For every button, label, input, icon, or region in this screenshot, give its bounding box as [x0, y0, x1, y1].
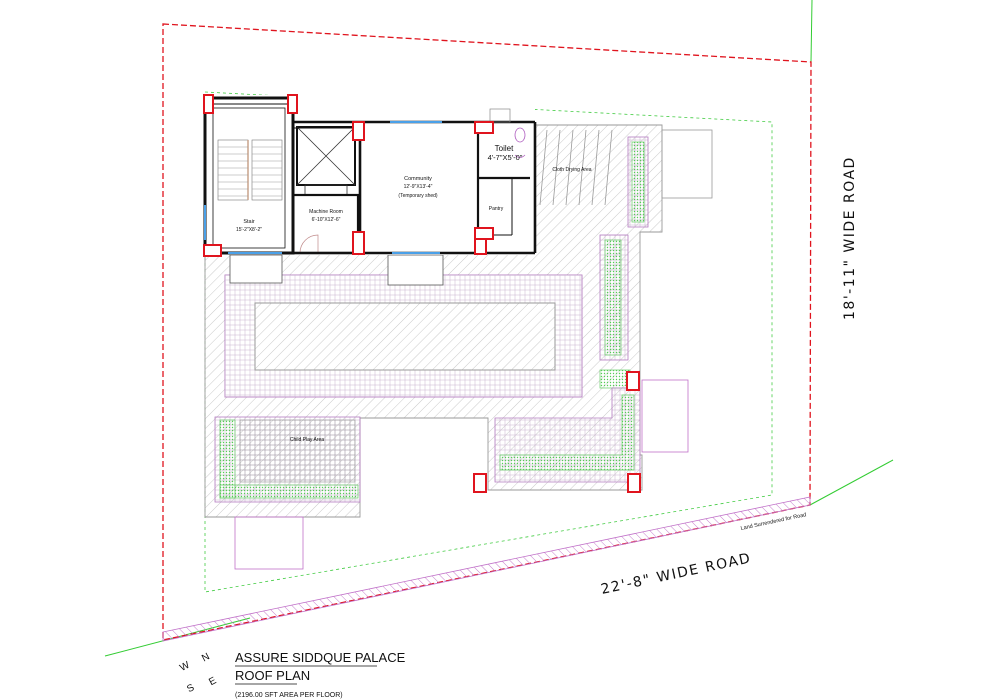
cloth-drying-lines — [539, 129, 613, 206]
community-note: (Temporary shed) — [398, 193, 438, 199]
machine-room-size: 6'-10"X12'-6" — [312, 217, 341, 223]
structural-columns — [203, 94, 641, 493]
compass-n: N — [200, 651, 212, 664]
child-play-area — [214, 416, 361, 503]
pantry-label: Pantry — [489, 206, 504, 212]
sheet-name: ROOF PLAN — [235, 668, 310, 683]
community-label: Community — [404, 176, 432, 182]
outline-elements — [229, 129, 713, 570]
child-play-label: Child Play Area — [290, 437, 324, 443]
compass-e: E — [207, 675, 218, 688]
project-name: ASSURE SIDDQUE PALACE — [235, 650, 406, 665]
community-size: 12'-9"X13'-4" — [404, 184, 433, 190]
machine-room-label: Machine Room — [309, 209, 343, 215]
compass-s: S — [185, 682, 196, 695]
north-arrow: N W E S — [178, 651, 219, 695]
road-surrender-strip — [162, 496, 811, 642]
central-grid-area — [224, 274, 583, 398]
toilet-size: 4'-7"X5'-0" — [488, 153, 523, 162]
toilet-label: Toilet — [495, 144, 514, 153]
room-labels: Stair 15'-2"X8'-2" Machine Room 6'-10"X1… — [236, 144, 592, 443]
east-road-label: 18'-11" WIDE ROAD — [842, 156, 858, 320]
stair-size: 15'-2"X8'-2" — [236, 227, 262, 233]
stair-label: Stair — [243, 219, 254, 225]
cloth-drying-label: Cloth Drying Area — [552, 167, 591, 173]
title-block: ASSURE SIDDQUE PALACE ROOF PLAN (2196.00… — [235, 650, 406, 699]
south-road-label: 22'-8" WIDE ROAD — [600, 550, 753, 598]
compass-w: W — [178, 659, 192, 673]
right-planters — [494, 136, 649, 483]
area-note: (2196.00 SFT AREA PER FLOOR) — [235, 692, 343, 699]
